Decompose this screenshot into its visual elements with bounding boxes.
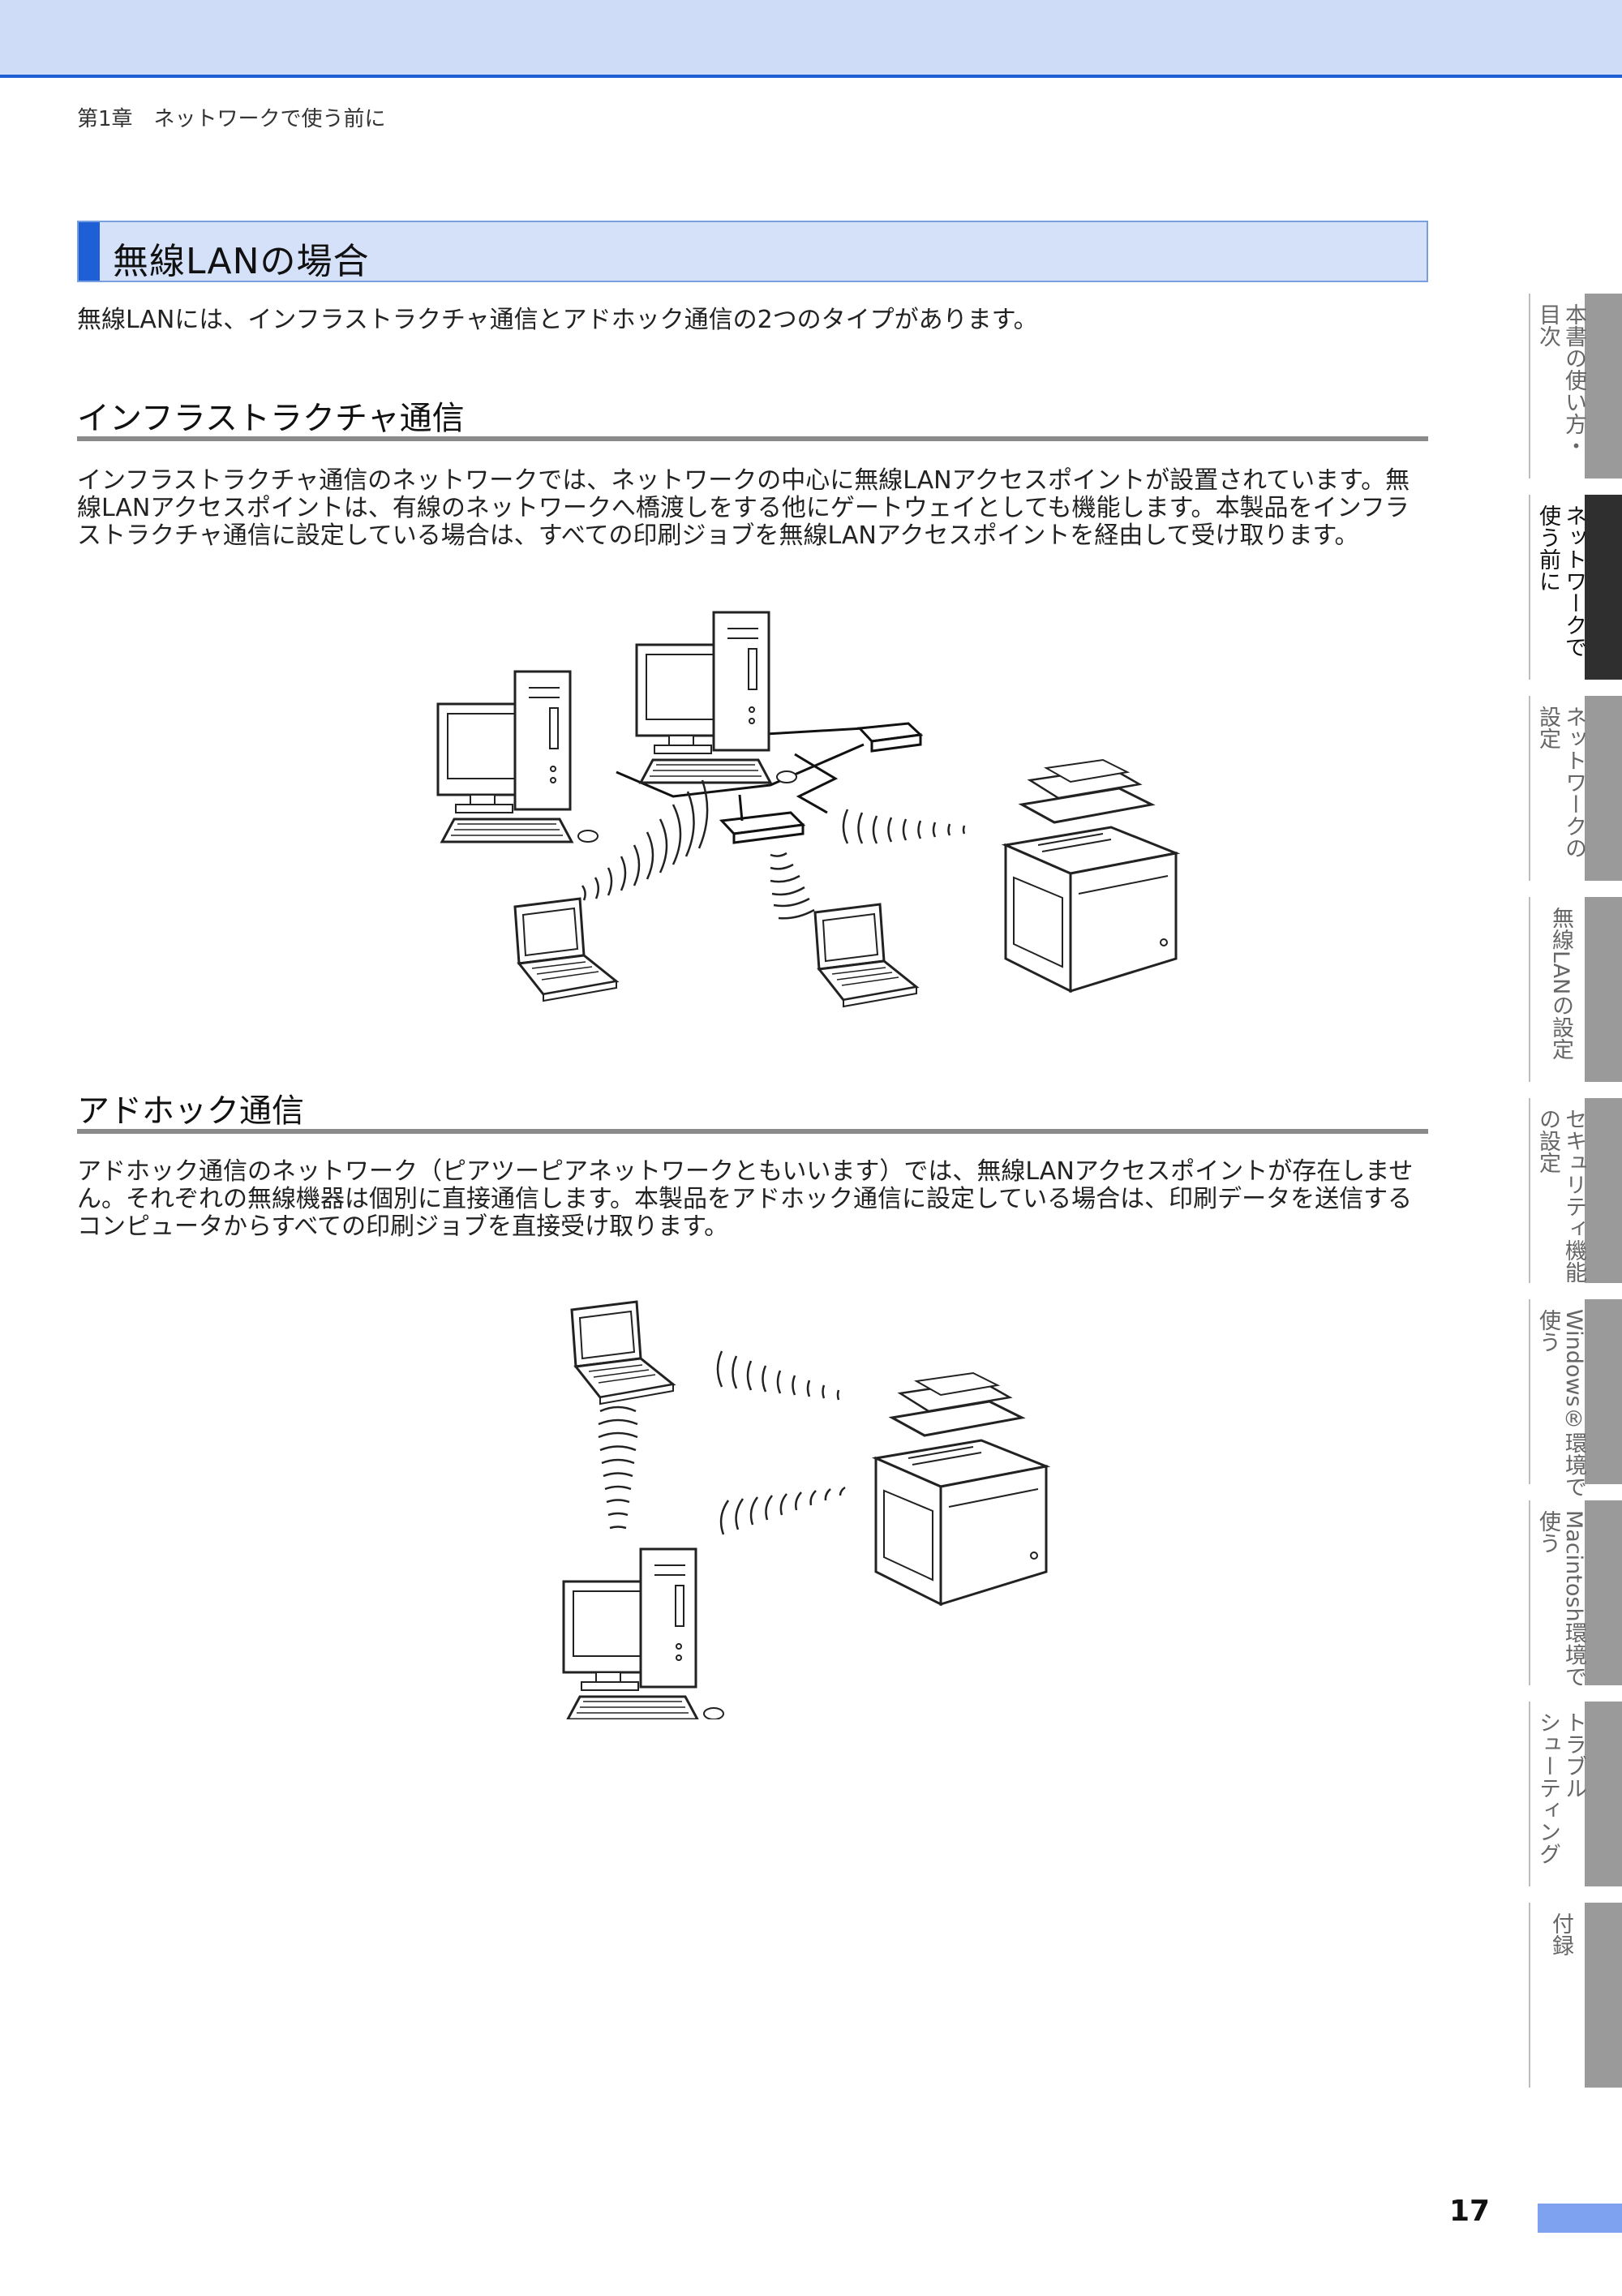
- tab-label-2: 使う: [1535, 1510, 1560, 1554]
- title-accent-bar: [79, 222, 100, 281]
- page-number-marker: [1538, 2204, 1622, 2233]
- page-number: 17: [1449, 2195, 1491, 2228]
- chapter-breadcrumb: 第1章 ネットワークで使う前に: [77, 107, 386, 131]
- infra-line-2: 線LANアクセスポイントは、有線のネットワークへ橋渡しをする他にゲートウェイとし…: [77, 494, 1410, 522]
- adhoc-paragraph: アドホック通信のネットワーク（ピアツーピアネットワークともいいます）では、無線L…: [77, 1158, 1431, 1241]
- tab-label-2: 目次: [1535, 303, 1560, 347]
- infra-line-3: ストラクチャ通信に設定している場合は、すべての印刷ジョブを無線LANアクセスポイ…: [77, 521, 1359, 550]
- tab-label-1: ネットワークで: [1561, 504, 1586, 658]
- section-title: 無線LANの場合: [113, 241, 370, 282]
- side-tab-security[interactable]: セキュリティ機能 の設定: [1529, 1098, 1622, 1283]
- infrastructure-network-illustration: [436, 611, 1178, 1008]
- tab-label-1: 本書の使い方・: [1561, 303, 1586, 457]
- tab-label-1: 付録: [1548, 1912, 1573, 1956]
- side-tab-windows[interactable]: Windows®環境で 使う: [1529, 1299, 1622, 1498]
- tab-label-1: トラブル: [1561, 1711, 1586, 1799]
- tab-label-1: ネットワークの: [1561, 706, 1586, 859]
- tab-label-2: シューティング: [1535, 1711, 1560, 1865]
- side-tab-contents[interactable]: 本書の使い方・ 目次: [1529, 294, 1622, 479]
- adhoc-heading: アドホック通信: [77, 1092, 304, 1130]
- side-tab-macintosh[interactable]: Macintosh環境で 使う: [1529, 1500, 1622, 1688]
- infra-line-1: インフラストラクチャ通信のネットワークでは、ネットワークの中心に無線LANアクセ…: [77, 466, 1410, 495]
- side-tab-network-settings[interactable]: ネットワークの 設定: [1529, 696, 1622, 881]
- side-tab-before-network[interactable]: ネットワークで 使う前に: [1529, 495, 1622, 680]
- adhoc-heading-rule: [77, 1129, 1428, 1134]
- side-tab-troubleshooting[interactable]: トラブル シューティング: [1529, 1702, 1622, 1886]
- adhoc-line-2: ん。それぞれの無線機器は個別に直接通信します。本製品をアドホック通信に設定してい…: [77, 1185, 1413, 1213]
- adhoc-line-1: アドホック通信のネットワーク（ピアツーピアネットワークともいいます）では、無線L…: [77, 1157, 1414, 1186]
- tab-label-1: セキュリティ機能: [1561, 1108, 1586, 1283]
- tab-label-2: 設定: [1535, 706, 1560, 749]
- infra-heading: インフラストラクチャ通信: [77, 400, 465, 437]
- section-title-box: 無線LANの場合: [77, 221, 1428, 282]
- tab-label-2: の設定: [1535, 1108, 1560, 1174]
- section-intro: 無線LANには、インフラストラクチャ通信とアドホック通信の2つのタイプがあります…: [77, 306, 1038, 334]
- adhoc-network-illustration: [562, 1300, 1048, 1719]
- tab-label-2: 使う: [1535, 1309, 1560, 1353]
- top-banner: [0, 0, 1622, 78]
- adhoc-line-3: コンピュータからすべての印刷ジョブを直接受け取ります。: [77, 1212, 729, 1241]
- side-tab-appendix[interactable]: 付録: [1529, 1903, 1622, 2088]
- tab-label-1: Macintosh環境で: [1561, 1510, 1586, 1688]
- side-tab-wireless-lan[interactable]: 無線LANの設定: [1529, 897, 1622, 1082]
- tab-label-1: Windows®環境で: [1561, 1309, 1586, 1498]
- infra-heading-rule: [77, 436, 1428, 441]
- tab-label-2: 使う前に: [1535, 504, 1560, 592]
- infra-paragraph: インフラストラクチャ通信のネットワークでは、ネットワークの中心に無線LANアクセ…: [77, 467, 1431, 550]
- tab-label-1: 無線LANの設定: [1548, 907, 1573, 1061]
